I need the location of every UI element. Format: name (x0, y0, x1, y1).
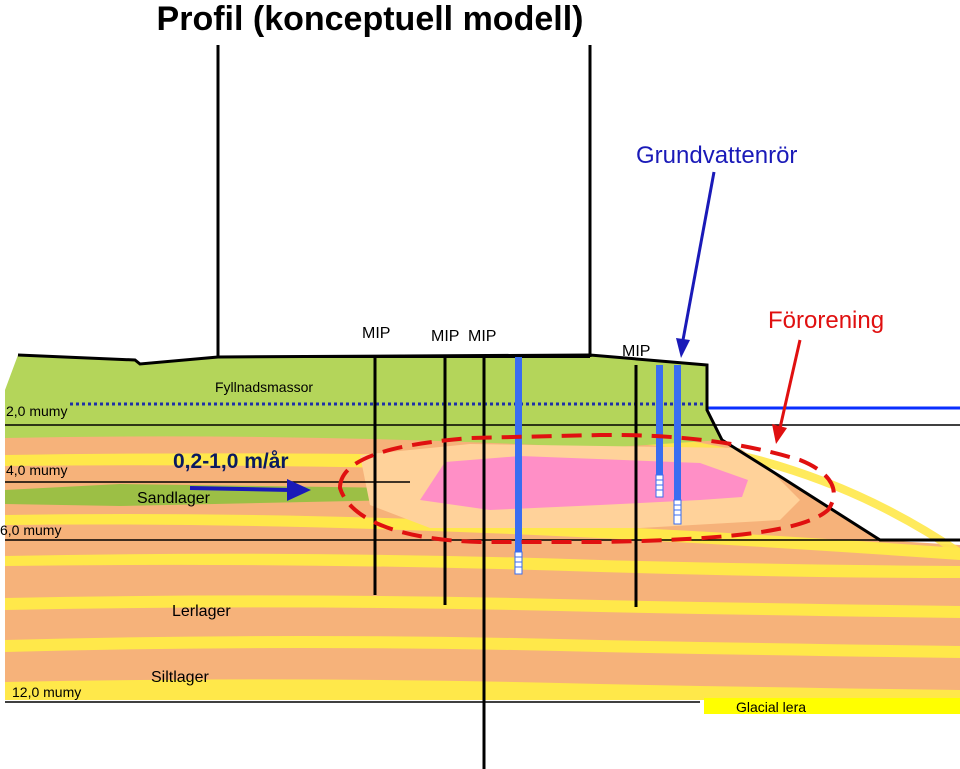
mip-label-4: MIP (622, 343, 651, 360)
grundvattenror-arrow (676, 171, 716, 358)
page-title: Profil (konceptuell modell) (156, 0, 584, 38)
depth-label-4m: 4,0 mumy (6, 462, 68, 478)
depth-label-12m: 12,0 mumy (12, 684, 82, 700)
mip-label-3: MIP (468, 328, 497, 345)
contamination-ellipse (337, 432, 836, 544)
building-outline (216, 45, 592, 357)
groundwater-wells (514, 357, 682, 575)
pink-plume (420, 456, 748, 510)
depth-label-6m: 6,0 mumy (0, 522, 62, 538)
mip-probes (373, 355, 638, 769)
fyllnadsmassor-label: Fyllnadsmassor (215, 379, 314, 395)
fororening-label: Förorening (768, 307, 885, 334)
depth-label-2m: 2,0 mumy (6, 403, 68, 419)
lerlager-label: Lerlager (172, 603, 231, 620)
grundvattenror-label: Grundvattenrör (636, 142, 798, 169)
glacial-clay (704, 698, 960, 714)
siltlager-label: Siltlager (151, 669, 209, 686)
flow-arrow (189, 479, 311, 501)
mip-label-2: MIP (431, 328, 460, 345)
mip-label-1: MIP (362, 325, 391, 342)
glacial-lera-label: Glacial lera (736, 699, 807, 715)
fororening-arrow (772, 339, 802, 444)
sandlager-label: Sandlager (137, 490, 210, 507)
fill-masses-layer (5, 355, 722, 448)
ground-surface-line (17, 353, 960, 542)
flow-rate-label: 0,2-1,0 m/år (173, 450, 289, 473)
